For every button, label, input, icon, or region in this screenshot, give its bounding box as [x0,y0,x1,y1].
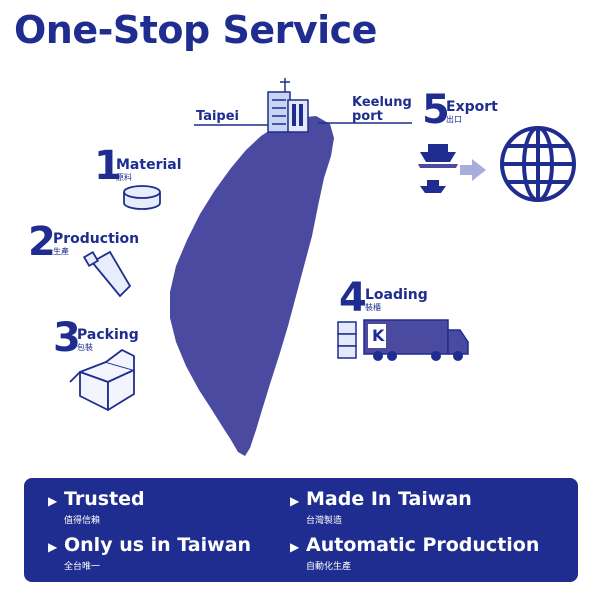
features-panel: ▶ Trusted 值得信賴 ▶ Made In Taiwan 台灣製造 ▶ O… [24,478,578,582]
box-icon [69,349,135,411]
arrow-right-icon: ▶ [290,494,300,508]
feature-label-cn: 值得信賴 [64,516,101,526]
step-label-cn: 包裝 [77,343,93,352]
taipei-label: Taipei [196,109,239,124]
feature-label: Only us in Taiwan [64,534,252,556]
ship-icon [418,144,458,168]
step-label-cn: 生產 [53,247,69,256]
feature-label-cn: 全台唯一 [64,562,101,572]
building-icon [267,78,309,133]
ship-icon [420,180,446,193]
keelung-port-label: Keelung port [352,95,412,124]
step-number: 3 [53,315,81,361]
taiwan-island [170,116,334,456]
step-number: 5 [422,87,450,133]
feature-label: Automatic Production [306,534,540,556]
step-label: Material [116,157,182,173]
arrow-right-icon [460,159,486,181]
step-label-cn: 出口 [446,115,462,124]
step-number: 2 [28,219,56,265]
container-stack-icon [337,321,357,359]
step-number: 4 [339,275,367,321]
arrow-right-icon: ▶ [48,540,58,554]
truck-icon [363,319,469,361]
arrow-right-icon: ▶ [290,540,300,554]
step-label: Packing [77,327,139,343]
page-title: One-Stop Service [14,8,377,52]
tube-icon [82,250,132,298]
step-label-cn: 裝櫃 [365,303,381,312]
step-label: Production [53,231,140,247]
feature-label: Trusted [64,488,145,510]
globe-icon [500,126,576,202]
feature-label: Made In Taiwan [306,488,472,510]
feature-label-cn: 台灣製造 [306,516,343,526]
step-label: Loading [365,287,428,303]
step-number: 1 [94,143,122,189]
step-label-cn: 原料 [116,173,132,182]
truck-brand-logo: K [372,326,385,345]
material-disc-icon [123,185,161,210]
feature-label-cn: 自動化生產 [306,562,352,572]
arrow-right-icon: ▶ [48,494,58,508]
step-label: Export [446,99,498,115]
